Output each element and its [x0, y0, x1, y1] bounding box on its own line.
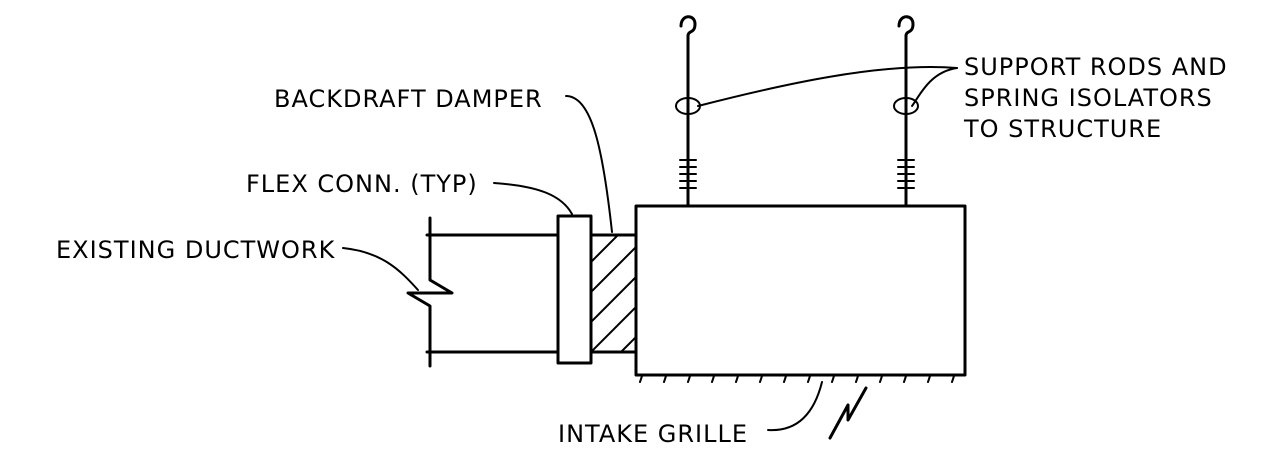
leader-flex-conn: [493, 182, 573, 215]
support-rod-left: [675, 15, 701, 208]
intake-grille: [639, 375, 955, 383]
spring-isolator-left: [679, 159, 697, 189]
label-intake-grille: INTAKE GRILLE: [558, 420, 748, 448]
leader-support-rods-left: [697, 66, 958, 107]
fan-unit-box: [634, 204, 967, 377]
label-support-line1: SUPPORT RODS AND: [964, 53, 1228, 81]
label-backdraft-damper: BACKDRAFT DAMPER: [274, 85, 543, 113]
label-support-line2: SPRING ISOLATORS: [964, 84, 1213, 112]
leader-existing-ductwork: [342, 247, 419, 291]
label-existing-ductwork: EXISTING DUCTWORK: [56, 236, 336, 264]
leader-support-rods-right: [911, 67, 958, 107]
backdraft-damper: [589, 233, 638, 354]
spring-isolator-right: [897, 159, 915, 189]
leader-intake-grille: [767, 381, 823, 432]
flex-connection: [556, 214, 593, 365]
label-support-line3: TO STRUCTURE: [963, 115, 1162, 143]
leader-backdraft-damper: [565, 95, 613, 233]
label-flex-conn: FLEX CONN. (TYP): [246, 170, 478, 198]
existing-ductwork: [406, 216, 560, 368]
support-rod-right: [893, 15, 919, 208]
grille-break-symbol: [828, 386, 868, 440]
